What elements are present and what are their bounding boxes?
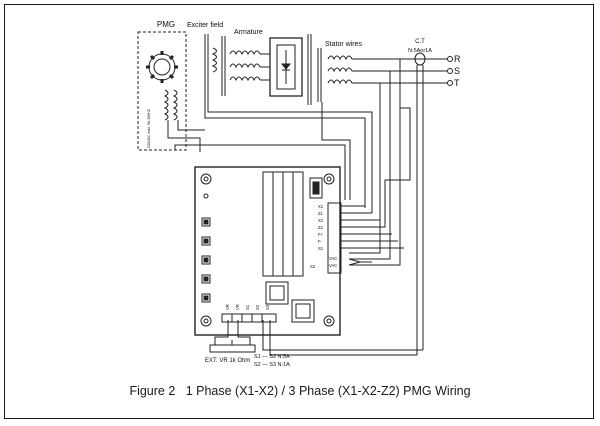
relay-block-2 bbox=[291, 299, 315, 323]
fuse bbox=[309, 177, 323, 199]
armature-coil-1 bbox=[229, 50, 261, 56]
stator-coil-3 bbox=[327, 79, 353, 85]
phase-s-label: S bbox=[454, 66, 460, 76]
trimmer-1 bbox=[201, 217, 211, 227]
trimmer-4 bbox=[201, 274, 211, 284]
stator-coil-1 bbox=[327, 55, 353, 61]
pmg-label: PMG bbox=[157, 20, 175, 29]
wiring bbox=[167, 59, 423, 356]
pmg-coil-1 bbox=[163, 89, 169, 121]
right-terminal-labels: X1 Z1 X2 Z2 F+ F- S1 VAC VAC S2 bbox=[310, 204, 337, 269]
trimmer-3 bbox=[201, 255, 211, 265]
figure-title: 1 Phase (X1-X2) / 3 Phase (X1-X2-Z2) PMG… bbox=[185, 384, 471, 398]
phase-r-label: R bbox=[454, 54, 461, 64]
stator: Stator wires R S T C.T N:5Aor1A bbox=[317, 39, 461, 355]
pmg-coil-2 bbox=[172, 89, 178, 121]
phase-t-label: T bbox=[454, 78, 460, 88]
terminal-s1: S1 bbox=[318, 246, 324, 251]
armature: Armature bbox=[221, 29, 312, 105]
exciter-coil bbox=[211, 47, 217, 73]
ext-vr-label: EXT. VR 1k Ohm bbox=[205, 358, 250, 364]
mount-hole-bl bbox=[200, 315, 212, 327]
terminal-z2: Z2 bbox=[318, 225, 324, 230]
armature-coil-3 bbox=[229, 76, 261, 82]
armature-label: Armature bbox=[234, 29, 263, 36]
figure-number: Figure 2 bbox=[129, 384, 176, 398]
terminal-vr-2: VR bbox=[235, 304, 240, 310]
pmg-unit: PMG 230VAC max. 90-150HZ bbox=[137, 20, 187, 151]
resistor-icon bbox=[209, 344, 256, 353]
stator-wires-label: Stator wires bbox=[325, 41, 362, 48]
terminal-s3-bottom: S3 bbox=[265, 304, 270, 310]
gear-teeth-icon bbox=[146, 51, 178, 83]
avr-outline bbox=[194, 166, 341, 336]
ct-label: C.T bbox=[415, 39, 425, 45]
exciter-field: Exciter field bbox=[187, 22, 223, 105]
mount-hole-tr bbox=[323, 173, 335, 185]
pmg-housing bbox=[137, 31, 187, 151]
relay-block bbox=[265, 281, 289, 305]
terminal-vr-1: VR bbox=[225, 304, 230, 310]
armature-coil-2 bbox=[229, 63, 261, 69]
trimmer-5 bbox=[201, 293, 211, 303]
avr-board bbox=[194, 166, 342, 336]
current-transformer-icon bbox=[414, 52, 426, 66]
mount-hole-tl bbox=[200, 173, 212, 185]
terminal-vac-2: VAC bbox=[329, 263, 337, 268]
figure-caption: Figure 2 1 Phase (X1-X2) / 3 Phase (X1-X… bbox=[0, 384, 600, 398]
terminal-s bbox=[447, 68, 453, 74]
rotating-rectifier bbox=[269, 37, 303, 97]
terminal-vac-1: VAC bbox=[329, 256, 337, 261]
ct-ratio: N:5Aor1A bbox=[408, 48, 432, 54]
terminal-r bbox=[447, 56, 453, 62]
stator-coil-2 bbox=[327, 67, 353, 73]
terminal-s1-bottom: S1 bbox=[245, 304, 250, 310]
figure-frame bbox=[4, 4, 594, 419]
side-label-s2: S2 bbox=[310, 264, 316, 269]
pmg-rating: 230VAC max. 90-150HZ bbox=[147, 108, 151, 148]
terminal-s2-bottom: S2 bbox=[255, 304, 260, 310]
terminal-f-minus: F- bbox=[318, 239, 323, 244]
bottom-terminal-labels: VR VR S1 S2 S3 bbox=[225, 304, 270, 310]
trimmer-2 bbox=[201, 236, 211, 246]
ext-vr-resistor bbox=[209, 340, 256, 353]
terminal-f-plus: F+ bbox=[318, 232, 324, 237]
trimmer-column bbox=[201, 217, 211, 303]
diode-icon bbox=[280, 63, 292, 70]
mount-hole-br bbox=[323, 315, 335, 327]
bottom-terminal-strip bbox=[221, 313, 277, 323]
terminal-z1: Z1 bbox=[318, 211, 324, 216]
s-note-1: S1 — S2 N:5A bbox=[254, 354, 290, 360]
terminal-x2: X2 bbox=[318, 218, 324, 223]
led-indicator bbox=[203, 193, 209, 199]
s-note-2: S2 — S3 N:1A bbox=[254, 362, 290, 368]
exciter-field-label: Exciter field bbox=[187, 22, 223, 29]
right-terminal-strip bbox=[327, 202, 342, 274]
terminal-x1: X1 bbox=[318, 204, 324, 209]
terminal-t bbox=[447, 80, 453, 86]
